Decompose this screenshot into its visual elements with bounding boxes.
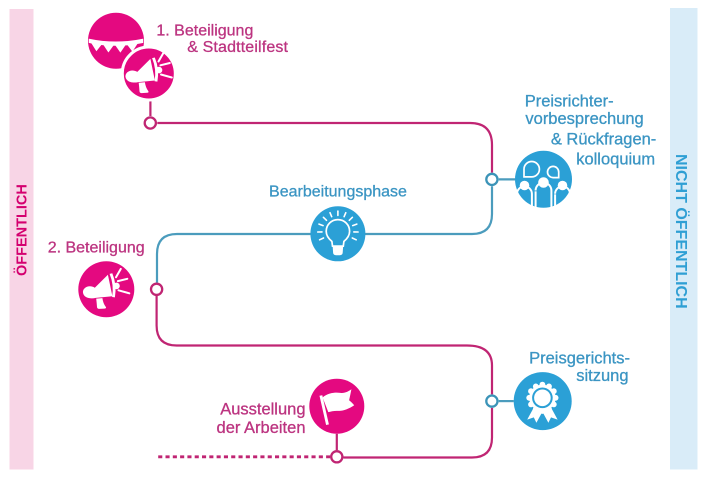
svg-text:1. Beteiligung: 1. Beteiligung [156,23,253,40]
svg-text:Bearbeitungsphase: Bearbeitungsphase [269,184,407,201]
svg-text:sitzung: sitzung [576,367,628,385]
svg-text:NICHT ÖFFENTLICH: NICHT ÖFFENTLICH [672,154,691,309]
svg-text:2. Beteiligung: 2. Beteiligung [48,239,145,256]
svg-text:Preisrichter-: Preisrichter- [525,92,614,110]
svg-text:kolloquium: kolloquium [576,150,655,168]
svg-text:ÖFFENTLICH: ÖFFENTLICH [14,184,31,276]
svg-text:der Arbeiten: der Arbeiten [217,419,306,437]
svg-text:vorbesprechung: vorbesprechung [525,110,643,128]
svg-text:Preisgerichts-: Preisgerichts- [529,350,630,368]
svg-text:Ausstellung: Ausstellung [220,401,305,419]
svg-text:& Rückfragen-: & Rückfragen- [551,131,656,149]
svg-text:& Stadtteilfest: & Stadtteilfest [187,39,288,56]
